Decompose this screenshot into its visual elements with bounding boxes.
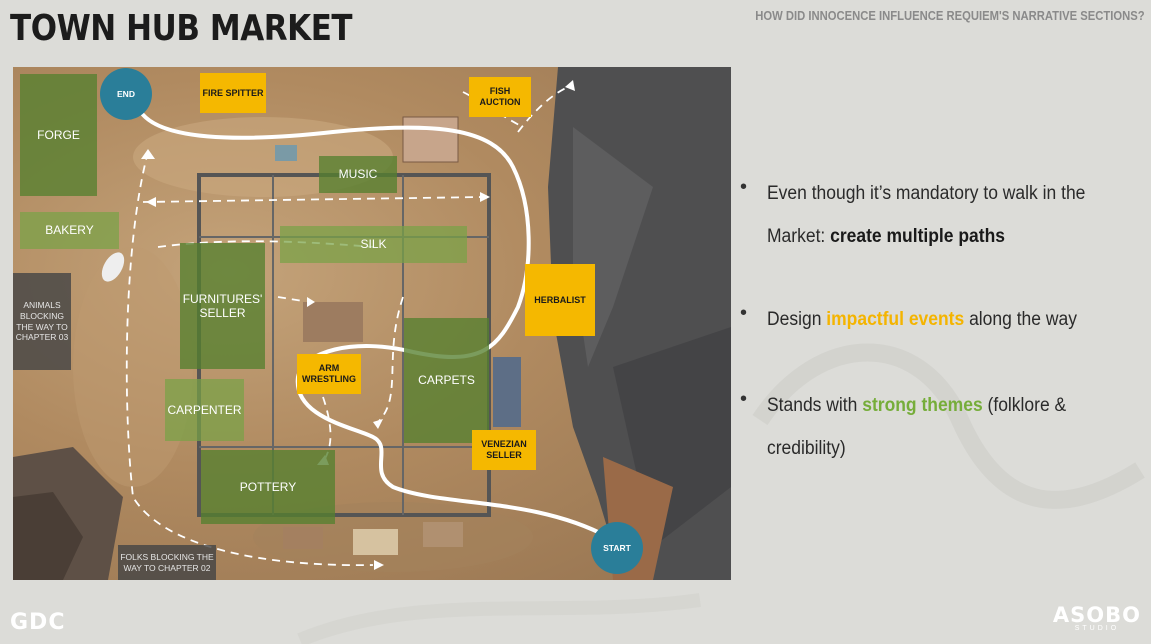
page-subtitle: HOW DID INNOCENCE INFLUENCE REQUIEM'S NA… [755, 9, 1145, 23]
bullet-2: • Design impactful events along the way [740, 298, 1120, 341]
zone-silk: SILK [280, 226, 467, 263]
bullet-2-text: Design impactful events along the way [767, 309, 1077, 330]
bullet-dot: • [740, 388, 748, 410]
zone-carpenter: CARPENTER [165, 379, 244, 441]
event-herbalist: HERBALIST [525, 264, 595, 336]
zone-forge: FORGE [20, 74, 97, 196]
event-venezian-seller: VENEZIAN SELLER [472, 430, 536, 470]
bullet-dot: • [740, 302, 748, 324]
market-map: FORGE BAKERY MUSIC SILK FURNITURES' SELL… [13, 67, 731, 580]
zone-pottery: POTTERY [201, 450, 335, 524]
end-marker: END [100, 68, 152, 120]
bullet-3: • Stands with strong themes (folklore & … [740, 384, 1120, 470]
asobo-logo-text: ASOBO [1052, 603, 1141, 627]
page-title: TOWN HUB MARKET [10, 8, 353, 49]
zone-bakery: BAKERY [20, 212, 119, 249]
event-arm-wrestling: ARM WRESTLING [297, 354, 361, 394]
gdc-logo: GDC [10, 610, 66, 635]
blocker-folks: FOLKS BLOCKING THE WAY TO CHAPTER 02 [118, 545, 216, 580]
zone-carpets: CARPETS [404, 318, 489, 443]
asobo-logo: ASOBO STUDIO [1053, 603, 1141, 632]
zone-furnitures-seller: FURNITURES' SELLER [180, 243, 265, 369]
bullet-3-text: Stands with strong themes (folklore & cr… [767, 395, 1067, 459]
event-fire-spitter: FIRE SPITTER [200, 73, 266, 113]
blocker-animals: ANIMALS BLOCKING THE WAY TO CHAPTER 03 [13, 273, 71, 370]
asobo-logo-subtext: STUDIO [1074, 625, 1120, 632]
start-marker: START [591, 522, 643, 574]
bullet-1-text: Even though it’s mandatory to walk in th… [767, 183, 1086, 247]
map-terrain [13, 67, 731, 580]
cow-figure [101, 252, 125, 282]
event-fish-auction: FISH AUCTION [469, 77, 531, 117]
zone-music: MUSIC [319, 156, 397, 193]
bullet-1: • Even though it’s mandatory to walk in … [740, 172, 1120, 258]
bullet-dot: • [740, 176, 748, 198]
